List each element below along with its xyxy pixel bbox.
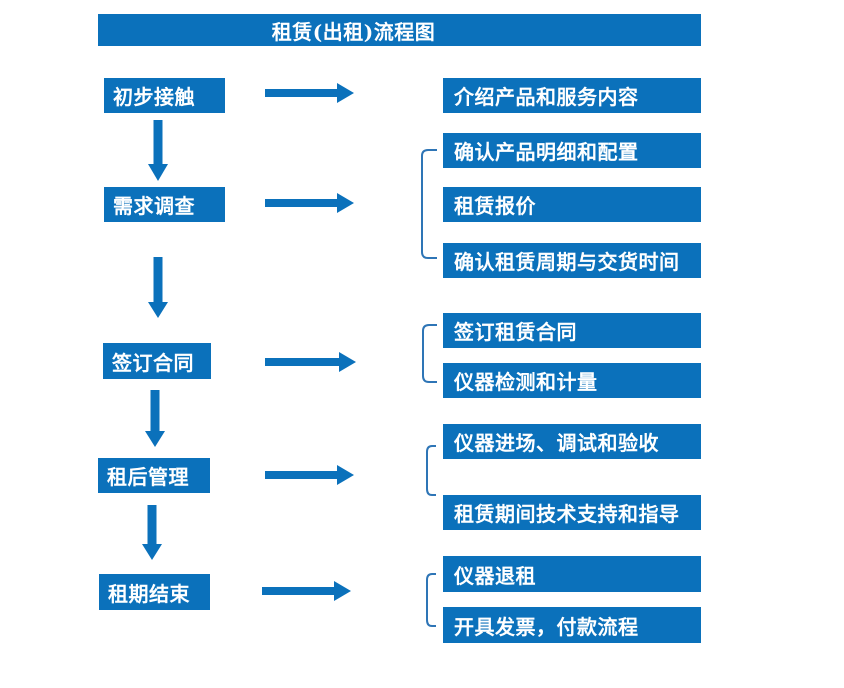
detail-box-instrument-setup-acceptance: 仪器进场、调试和验收 <box>443 424 701 459</box>
right-arrow-3-head <box>339 352 356 372</box>
down-arrow-1-head <box>148 164 168 181</box>
right-arrow-4 <box>265 465 354 485</box>
detail-box-instrument-inspection: 仪器检测和计量 <box>443 363 701 398</box>
right-arrow-5 <box>262 581 351 601</box>
detail-box-rental-quote: 租赁报价 <box>443 187 701 222</box>
stage-box-rental-end: 租期结束 <box>99 574 210 610</box>
bracket-rental-end-group <box>426 573 436 627</box>
down-arrow-2-head <box>148 302 168 318</box>
right-arrow-2 <box>265 193 354 213</box>
detail-box-introduce-products: 介绍产品和服务内容 <box>443 78 701 113</box>
detail-box-confirm-rental-period: 确认租赁周期与交货时间 <box>443 243 701 278</box>
down-arrow-3 <box>145 390 165 447</box>
detail-box-rental-tech-support: 租赁期间技术支持和指导 <box>443 495 701 530</box>
down-arrow-4-head <box>142 544 162 560</box>
right-arrow-5-head <box>334 581 351 601</box>
right-arrow-4-head <box>337 465 354 485</box>
stage-box-post-rental-management: 租后管理 <box>98 458 210 493</box>
bracket-sign-contract-group <box>422 324 437 383</box>
down-arrow-1 <box>148 120 168 181</box>
right-arrow-1 <box>265 83 354 103</box>
detail-box-invoice-payment: 开具发票，付款流程 <box>443 607 701 643</box>
down-arrow-2 <box>148 257 168 318</box>
down-arrow-3-head <box>145 431 165 447</box>
right-arrow-2-head <box>337 193 354 213</box>
stage-box-initial-contact: 初步接触 <box>104 78 225 113</box>
flowchart-title: 租赁(出租)流程图 <box>98 14 701 46</box>
right-arrow-3 <box>265 352 356 372</box>
bracket-post-rental-group <box>426 445 436 496</box>
detail-box-confirm-product-details: 确认产品明细和配置 <box>443 133 701 168</box>
stage-box-demand-survey: 需求调查 <box>104 187 225 222</box>
right-arrow-1-head <box>337 83 354 103</box>
bracket-demand-survey-group <box>421 149 437 259</box>
detail-box-sign-rental-contract: 签订租赁合同 <box>443 313 701 348</box>
down-arrow-4 <box>142 505 162 560</box>
stage-box-sign-contract: 签订合同 <box>103 343 211 379</box>
detail-box-instrument-return: 仪器退租 <box>443 556 701 592</box>
